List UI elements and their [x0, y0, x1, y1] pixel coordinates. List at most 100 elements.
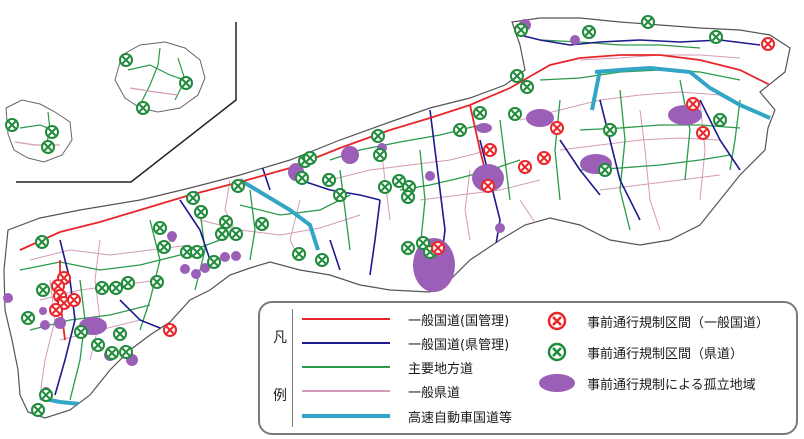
x-circle-icon — [157, 240, 171, 254]
x-circle-icon — [121, 276, 135, 290]
x-circle-icon — [119, 53, 133, 67]
x-circle-icon — [190, 245, 204, 259]
x-circle-icon — [709, 30, 723, 44]
x-circle-icon — [74, 325, 88, 339]
x-circle-icon — [514, 23, 528, 37]
legend-label-main-local: 主要地方道 — [408, 361, 474, 377]
x-circle-icon — [295, 171, 309, 185]
legend-label-restrict-national: 事前通行規制区間（一般国道） — [587, 315, 770, 331]
x-circle-icon — [481, 179, 495, 193]
x-circle-icon — [5, 118, 19, 132]
x-circle-icon — [713, 113, 727, 127]
x-circle-icon — [31, 403, 45, 417]
x-circle-icon — [582, 25, 596, 39]
x-circle-icon — [473, 106, 487, 120]
legend-label-pref-road: 一般県道 — [408, 385, 461, 401]
x-circle-icon — [520, 80, 534, 94]
x-circle-icon — [113, 327, 127, 341]
legend-label-restrict-pref: 事前通行規制区間（県道） — [587, 346, 744, 362]
x-circle-icon — [537, 341, 577, 363]
x-circle-icon — [696, 126, 710, 140]
legend-swatch-expressway — [302, 414, 390, 418]
legend-label-expressway: 高速自動車国道等 — [408, 410, 513, 426]
x-circle-icon — [67, 293, 81, 307]
x-circle-icon — [401, 190, 415, 204]
x-circle-icon — [36, 283, 50, 297]
mainland — [3, 17, 791, 419]
legend-heading-bottom: 例 — [273, 388, 287, 404]
x-circle-icon — [431, 241, 445, 255]
legend-item-national-direct: 一般国道(国管理) — [302, 308, 509, 330]
x-circle-icon — [231, 179, 245, 193]
x-circle-icon — [39, 388, 53, 402]
x-circle-icon — [91, 338, 105, 352]
x-circle-icon — [150, 275, 164, 289]
x-circle-icon — [315, 253, 329, 267]
legend-label-national-direct: 一般国道(国管理) — [408, 313, 510, 329]
x-circle-icon — [105, 346, 119, 360]
legend-item-restrict-pref: 事前通行規制区間（県道） — [537, 341, 743, 363]
legend-swatch-pref-road — [302, 390, 390, 392]
inset-frame — [16, 22, 237, 183]
x-circle-icon — [392, 174, 406, 188]
legend-item-restrict-national: 事前通行規制区間（一般国道） — [537, 310, 769, 332]
x-circle-icon — [373, 148, 387, 162]
x-circle-icon — [207, 255, 221, 269]
x-circle-icon — [508, 107, 522, 121]
legend-swatch-national-direct — [302, 318, 390, 320]
legend-item-pref-road: 一般県道 — [302, 380, 460, 402]
x-circle-icon — [179, 76, 193, 90]
x-circle-icon — [537, 151, 551, 165]
x-circle-icon — [41, 140, 55, 154]
x-circle-icon — [292, 247, 306, 261]
legend-heading-top: 凡 — [273, 330, 287, 346]
island-west — [5, 99, 73, 163]
x-circle-icon — [35, 235, 49, 249]
x-circle-icon — [136, 101, 150, 115]
x-circle-icon — [21, 311, 35, 325]
x-circle-icon — [761, 37, 775, 51]
x-circle-icon — [402, 180, 416, 194]
x-circle-icon — [51, 279, 65, 293]
x-circle-icon — [641, 15, 655, 29]
x-circle-icon — [322, 173, 336, 187]
restriction-markers — [5, 15, 775, 417]
x-circle-icon — [371, 129, 385, 143]
x-circle-icon — [109, 281, 123, 295]
legend-item-expressway: 高速自動車国道等 — [302, 405, 512, 427]
x-circle-icon — [303, 151, 317, 165]
x-circle-icon — [180, 245, 194, 259]
x-circle-icon — [333, 188, 347, 202]
x-circle-icon — [537, 310, 577, 332]
x-circle-icon — [378, 180, 392, 194]
x-circle-icon — [219, 215, 233, 229]
x-circle-icon — [598, 163, 612, 177]
legend-divider — [292, 309, 293, 427]
legend-item-isolated-area: 事前通行規制による孤立地域 — [537, 372, 756, 394]
x-circle-icon — [255, 217, 269, 231]
map-legend: 凡 例 一般国道(国管理) 一般国道(県管理) 主要地方道 一般県道 高速自動車… — [258, 301, 798, 435]
x-circle-icon — [215, 227, 229, 241]
legend-swatch-national-pref — [302, 342, 390, 344]
x-circle-icon — [510, 69, 524, 83]
x-circle-icon — [229, 227, 243, 241]
x-circle-icon — [95, 281, 109, 295]
x-circle-icon — [550, 121, 564, 135]
x-circle-icon — [194, 205, 208, 219]
legend-label-national-pref: 一般国道(県管理) — [408, 337, 510, 353]
x-circle-icon — [163, 323, 177, 337]
x-circle-icon — [686, 97, 700, 111]
x-circle-icon — [186, 191, 200, 205]
x-circle-icon — [603, 123, 617, 137]
x-circle-icon — [518, 160, 532, 174]
x-circle-icon — [483, 143, 497, 157]
ellipse-icon — [537, 372, 577, 394]
x-circle-icon — [401, 241, 415, 255]
legend-item-main-local: 主要地方道 — [302, 356, 473, 378]
legend-label-isolated-area: 事前通行規制による孤立地域 — [587, 377, 756, 393]
legend-swatch-main-local — [302, 366, 390, 368]
x-circle-icon — [153, 221, 167, 235]
x-circle-icon — [45, 125, 59, 139]
x-circle-icon — [49, 303, 63, 317]
